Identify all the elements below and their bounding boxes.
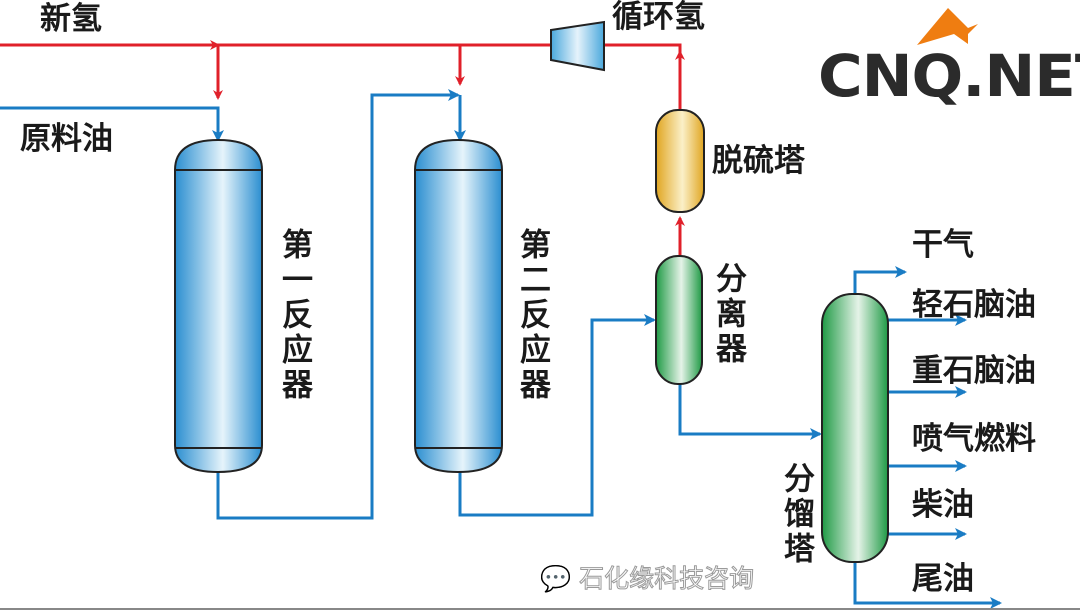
hydrogen-lines — [0, 40, 685, 256]
reactor-1 — [174, 138, 263, 474]
label-reactor-1: 第一反应器 — [276, 228, 312, 403]
cnq-logo: CNQ.NET — [818, 42, 1080, 110]
label-fractionator: 分馏塔 — [778, 462, 814, 567]
label-recycle-hydrogen: 循环氢 — [612, 0, 705, 35]
oil-lines — [0, 89, 1002, 609]
compressor-icon — [550, 20, 605, 72]
watermark-text: 石化缘科技咨询 — [579, 564, 755, 593]
label-heavy-naphtha: 重石脑油 — [912, 353, 1036, 389]
dry-gas-line — [853, 266, 907, 296]
separator-to-fractionator — [678, 384, 822, 440]
label-separator: 分离器 — [710, 262, 746, 367]
label-light-naphtha: 轻石脑油 — [912, 287, 1036, 323]
label-new-hydrogen: 新氢 — [40, 1, 102, 37]
reactor1-to-reactor2 — [216, 89, 460, 520]
label-tail-oil: 尾油 — [912, 561, 974, 597]
label-jet-fuel: 喷气燃料 — [912, 421, 1036, 457]
label-reactor-2: 第二反应器 — [514, 228, 550, 403]
desulfurizer-vessel — [655, 109, 705, 213]
recycle-hydrogen-line — [604, 43, 682, 110]
watermark: 💬 石化缘科技咨询 — [539, 564, 755, 593]
label-feed-oil: 原料油 — [20, 121, 113, 157]
separator-vessel — [655, 255, 703, 385]
label-diesel: 柴油 — [912, 487, 974, 523]
reactor2-to-separator — [458, 314, 656, 517]
label-dry-gas: 干气 — [912, 227, 974, 263]
logo-bird-icon — [917, 8, 978, 45]
wechat-icon: 💬 — [539, 564, 572, 593]
reactor-2 — [414, 138, 503, 474]
feed-oil-line — [0, 106, 224, 142]
label-desulfurizer: 脱硫塔 — [712, 143, 805, 179]
fractionator-vessel — [821, 293, 889, 563]
tail-oil-line — [853, 560, 1002, 609]
